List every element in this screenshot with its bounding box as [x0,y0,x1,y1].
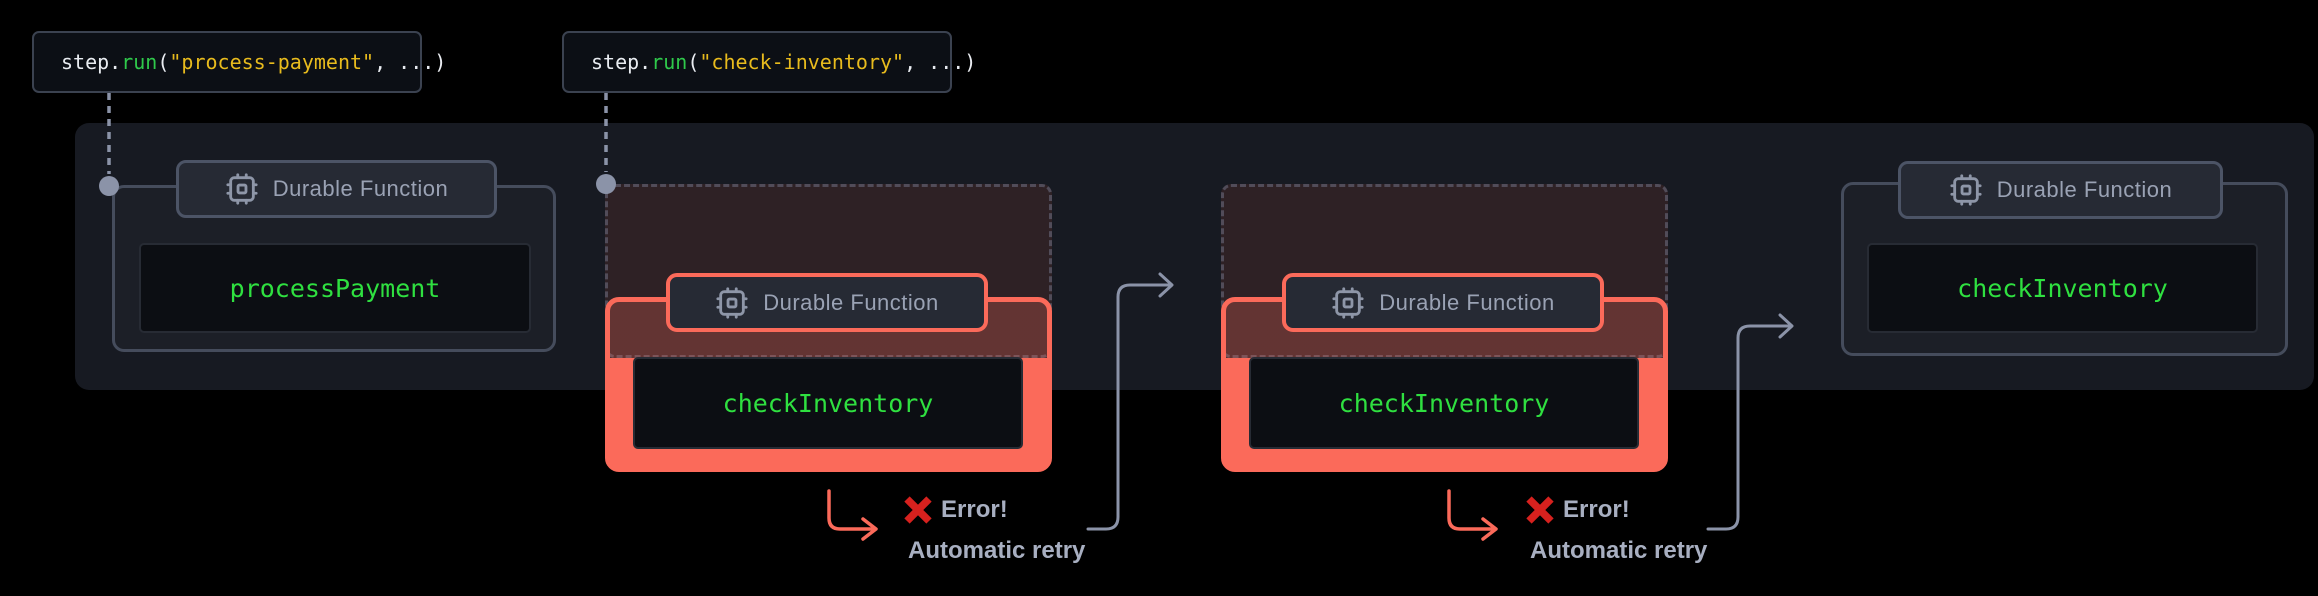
code-object: step [591,50,640,74]
code-object: step [61,50,110,74]
automatic-retry-label: Automatic retry [1530,537,1708,564]
code-string-arg: "process-payment" [169,50,375,74]
durable-function-badge-4: Durable Function [1898,161,2223,219]
function-box-3: checkInventory [1249,357,1639,449]
code-method: run [121,50,158,74]
function-name: checkInventory [722,388,934,418]
error-label: Error! [1563,496,1630,523]
error-arrow-1 [827,489,878,541]
cpu-chip-icon [1950,174,1982,206]
red-x-icon [1526,496,1554,524]
badge-label: Durable Function [763,289,939,315]
cpu-chip-icon [716,286,748,319]
error-arrow-2 [1447,489,1498,541]
cpu-chip-icon [226,173,258,205]
durable-function-badge-3: Durable Function [1282,273,1604,332]
function-box-4: checkInventory [1867,243,2258,333]
code-method: run [651,50,688,74]
durable-function-badge-1: Durable Function [176,160,497,218]
function-name: processPayment [229,273,441,303]
function-box-2: checkInventory [633,357,1023,449]
code-paren: ( [687,50,700,74]
badge-label: Durable Function [1996,177,2173,202]
code-dot: . [639,50,652,74]
cpu-chip-icon [1332,286,1364,319]
badge-label: Durable Function [272,176,449,201]
code-string-arg: "check-inventory" [699,50,905,74]
function-name: checkInventory [1338,388,1550,418]
function-box-1: processPayment [139,243,531,333]
error-label: Error! [941,496,1008,523]
code-rest: , ...) [374,50,447,74]
badge-label: Durable Function [1379,289,1555,315]
code-rest: , ...) [904,50,977,74]
code-paren: ( [157,50,170,74]
step-run-label-process-payment: step.run("process-payment", ...) [32,31,446,93]
automatic-retry-label: Automatic retry [908,537,1086,564]
code-dot: . [109,50,122,74]
durable-function-badge-2: Durable Function [666,273,988,332]
red-x-icon [904,496,932,524]
step-run-label-check-inventory: step.run("check-inventory", ...) [562,31,976,93]
function-name: checkInventory [1957,273,2168,303]
